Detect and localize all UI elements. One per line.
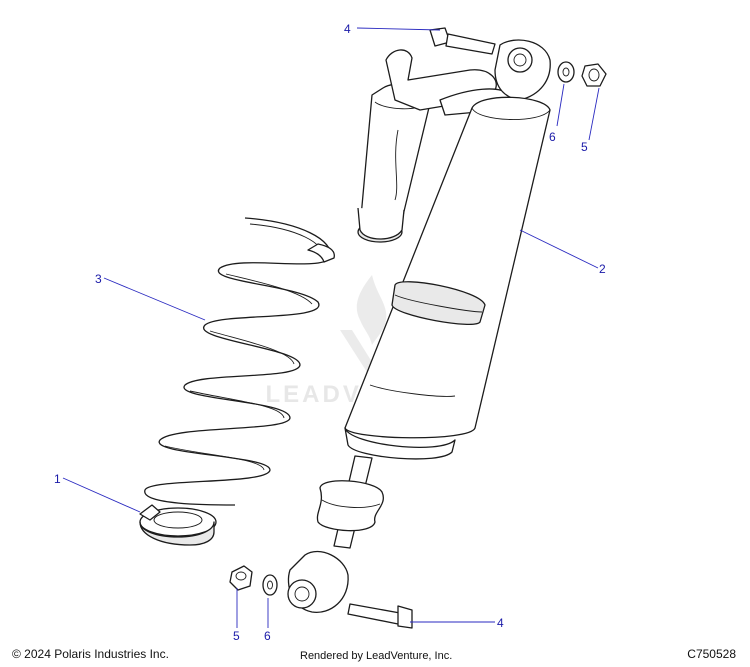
washer-bottom — [262, 574, 278, 596]
bolt-top — [429, 27, 496, 55]
rendered-by-text: Rendered by LeadVenture, Inc. — [300, 650, 453, 662]
callout-2: 2 — [599, 262, 606, 276]
shock-assembly — [287, 39, 551, 613]
callout-3: 3 — [95, 272, 102, 286]
callout-6-top: 6 — [549, 130, 556, 144]
washer-top — [557, 61, 575, 83]
watermark-flame-icon — [356, 275, 387, 345]
bolt-bottom — [347, 603, 413, 629]
copyright-text: © 2024 Polaris Industries Inc. — [12, 647, 169, 661]
callout-6-bottom: 6 — [264, 629, 271, 643]
callout-4-bottom: 4 — [497, 616, 504, 630]
figure-code: C750528 — [687, 647, 736, 661]
callout-4-top: 4 — [344, 22, 351, 36]
callout-5-top: 5 — [581, 140, 588, 154]
callout-1: 1 — [54, 472, 61, 486]
spring-retainer — [139, 504, 217, 546]
spring — [144, 217, 335, 506]
nut-bottom — [229, 565, 253, 591]
nut-top — [581, 63, 607, 87]
callout-5-bottom: 5 — [233, 629, 240, 643]
leader-lines — [62, 27, 600, 628]
